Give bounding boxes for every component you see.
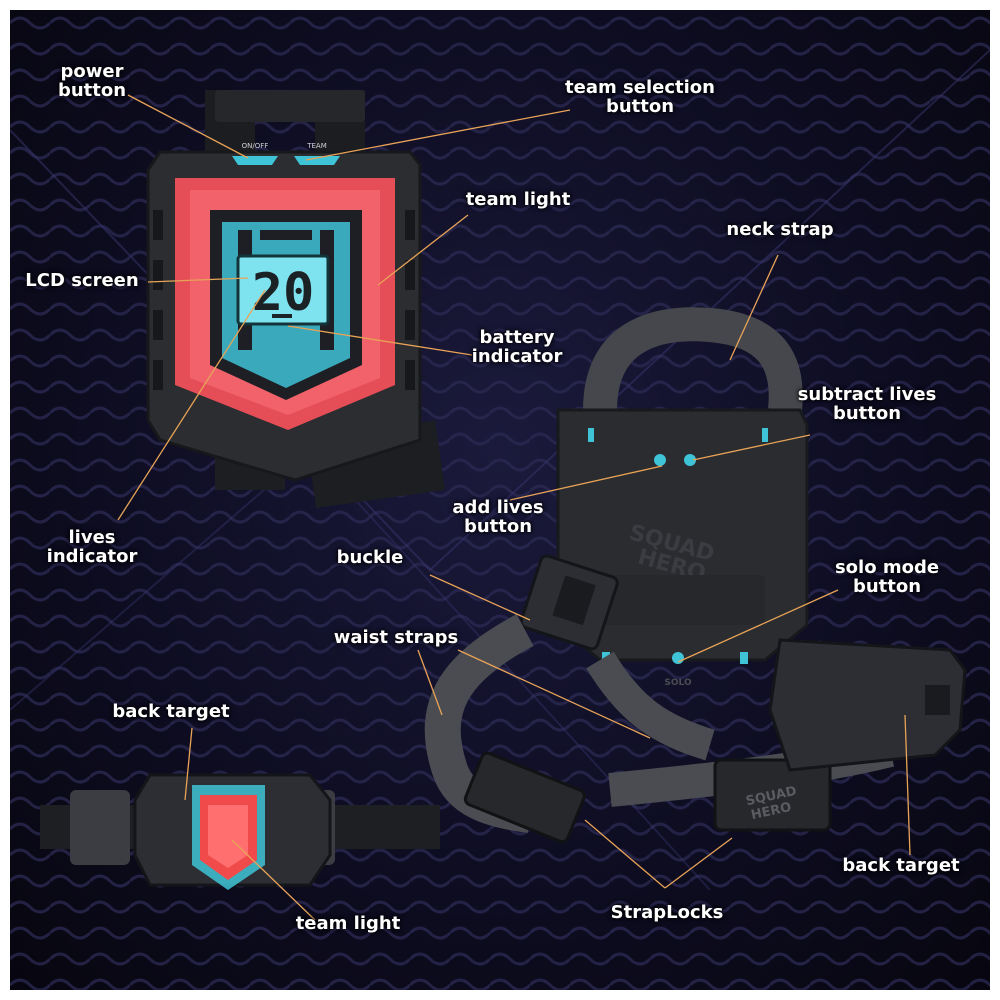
device-illustrations: ON/OFF TEAM 20 bbox=[40, 90, 967, 921]
add-lives-button-shape bbox=[654, 454, 666, 466]
power-key-label: ON/OFF bbox=[242, 142, 269, 150]
label-team-light-bottom: team light bbox=[295, 913, 401, 934]
battery-indicator-shape bbox=[272, 314, 292, 318]
team-button-shape bbox=[294, 156, 340, 165]
solo-mode-button-shape bbox=[672, 652, 684, 664]
team-key-label: TEAM bbox=[306, 142, 327, 150]
label-team-light-top: team light bbox=[465, 189, 571, 210]
label-buckle: buckle bbox=[336, 547, 404, 568]
product-image-frame: ON/OFF TEAM 20 bbox=[10, 10, 990, 990]
label-lcd-screen: LCD screen bbox=[25, 270, 139, 291]
lcd-value: 20 bbox=[252, 263, 315, 323]
label-straplocks: StrapLocks bbox=[610, 902, 724, 923]
straplock-right-shape bbox=[713, 758, 832, 832]
label-neck-strap: neck strap bbox=[726, 219, 834, 240]
label-back-target-right: back target bbox=[842, 855, 960, 876]
straplock-left-shape bbox=[463, 751, 586, 844]
lcd-screen-shape bbox=[236, 254, 330, 326]
back-target-right-shape bbox=[768, 638, 967, 772]
back-target-left-unit bbox=[40, 773, 440, 890]
subtract-lives-button-shape bbox=[684, 454, 696, 466]
label-back-target-left: back target bbox=[112, 701, 230, 722]
leader-lines bbox=[117, 94, 911, 921]
power-button-shape bbox=[232, 156, 278, 165]
front-vest-unit: ON/OFF TEAM 20 bbox=[146, 90, 445, 508]
label-waist-straps: waist straps bbox=[333, 627, 459, 648]
back-vest-unit: SQUAD HERO SOLO SQUAD HERO bbox=[424, 307, 967, 844]
solo-key-label: SOLO bbox=[664, 678, 692, 688]
